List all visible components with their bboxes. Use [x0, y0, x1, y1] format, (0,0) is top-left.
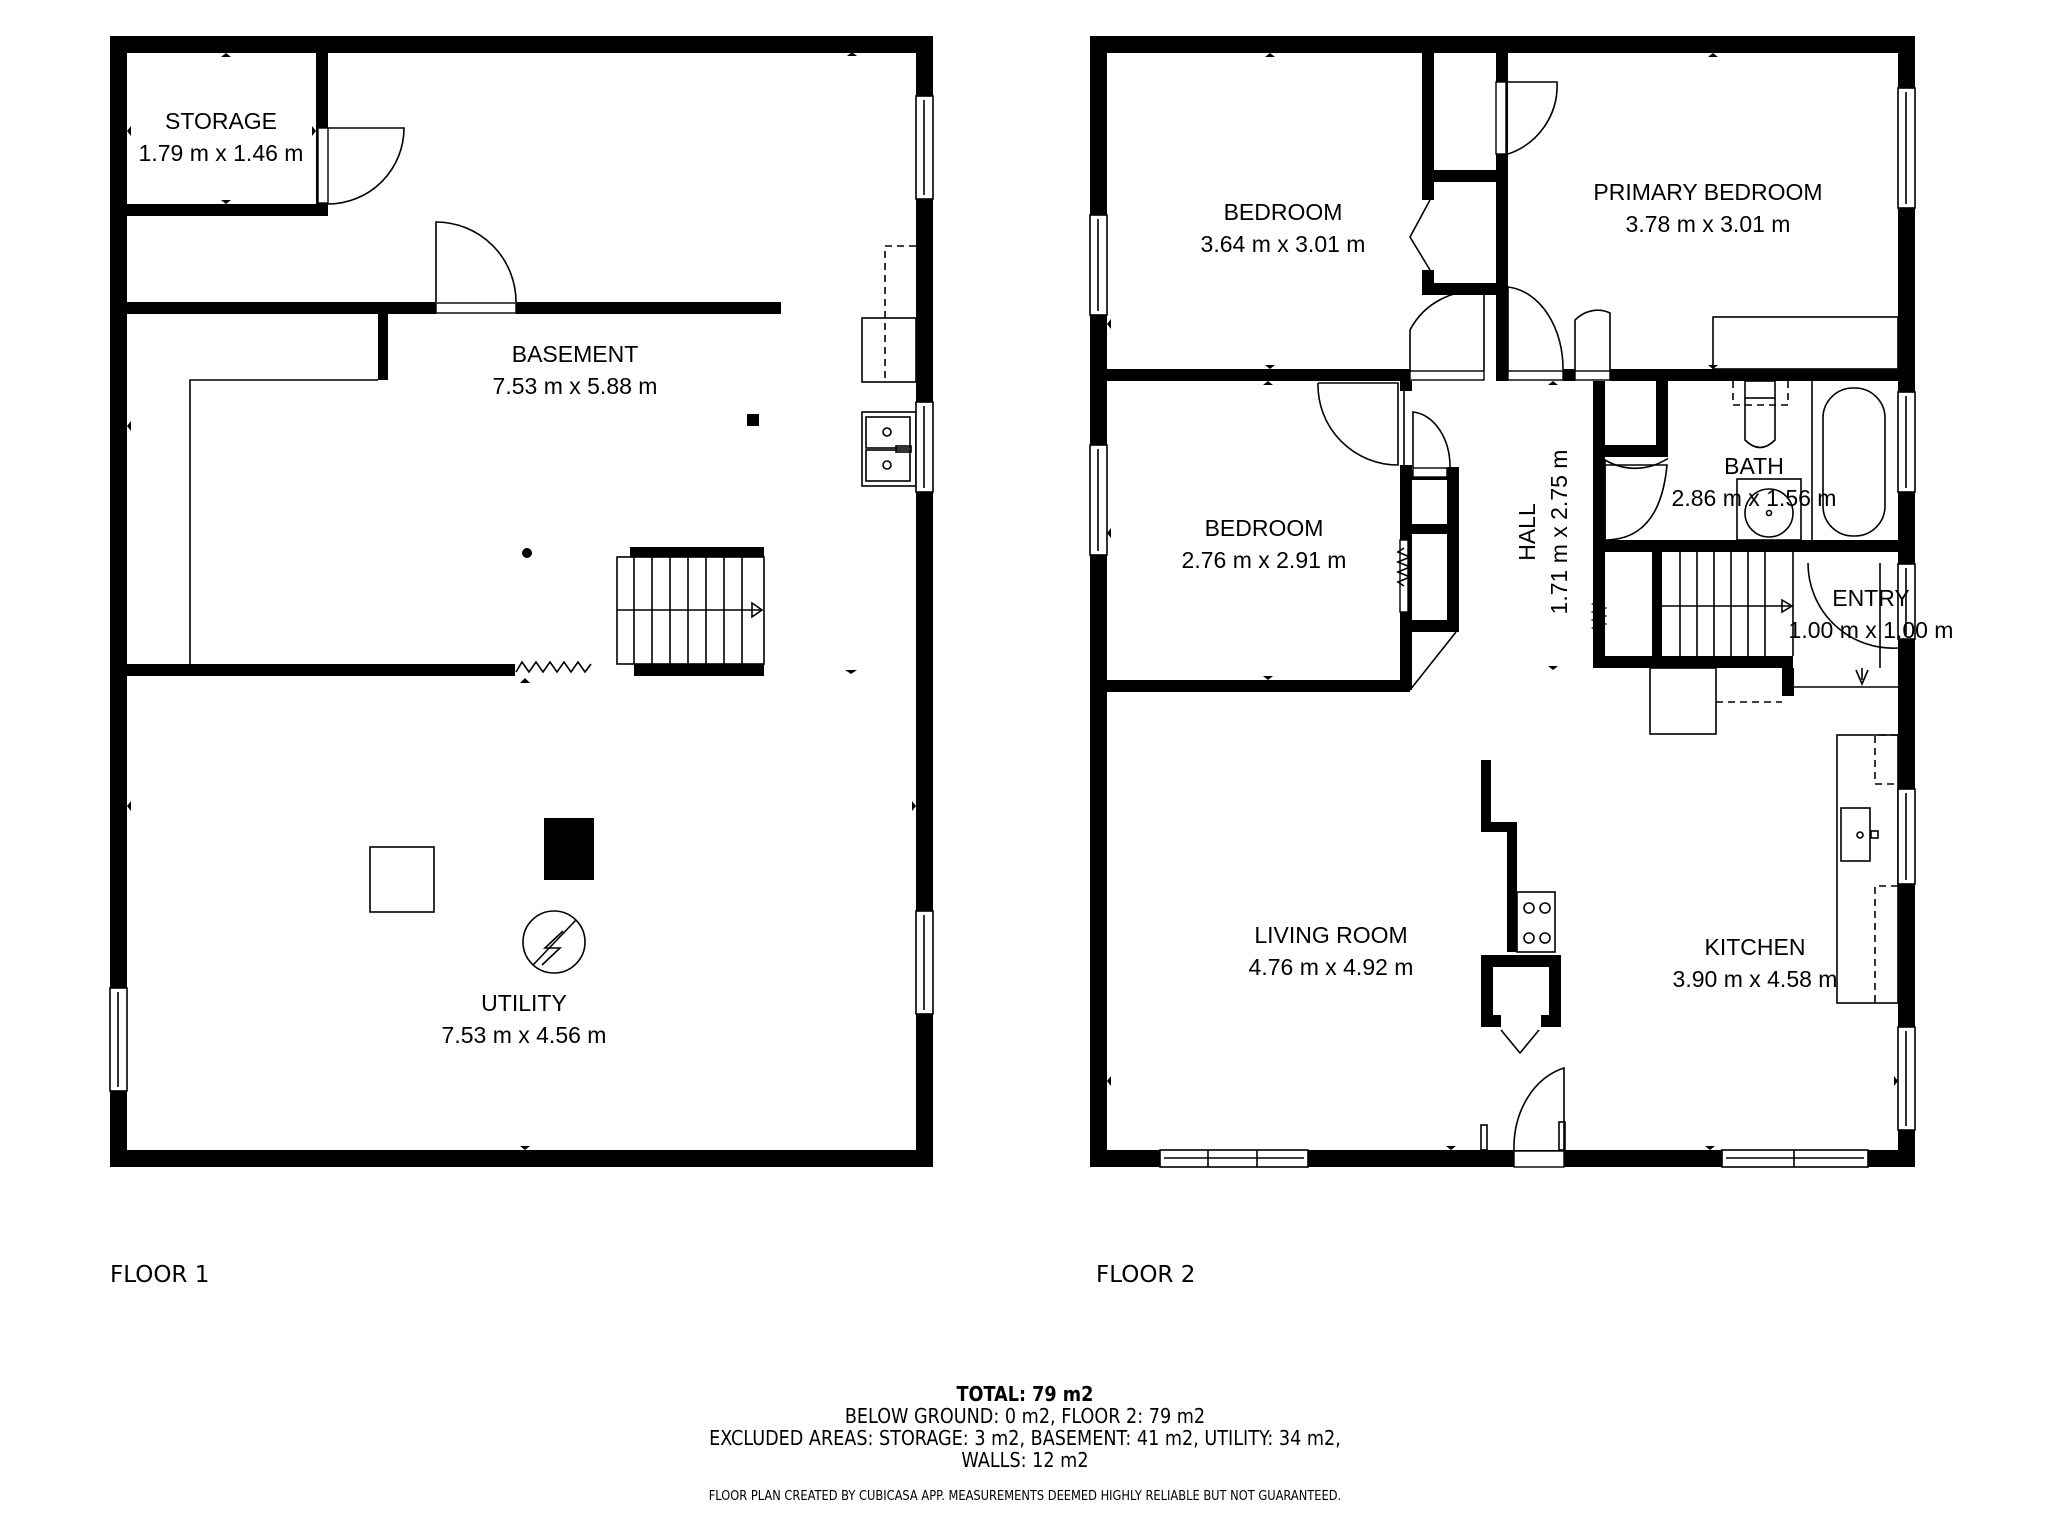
room-name: STORAGE	[164, 108, 278, 134]
room-name: BEDROOM	[1223, 199, 1343, 225]
room-dimensions: 3.64 m x 3.01 m	[1200, 231, 1366, 257]
room-dimensions: 3.78 m x 3.01 m	[1625, 211, 1791, 237]
room-label-hall: HALL 1.71 m x 2.75 m	[1511, 450, 1575, 615]
room-name: ENTRY	[1832, 585, 1910, 611]
room-label-primary-bedroom: PRIMARY BEDROOM 3.78 m x 3.01 m	[1593, 176, 1822, 240]
room-label-kitchen: KITCHEN 3.90 m x 4.58 m	[1673, 931, 1838, 995]
area-summary: TOTAL: 79 m2 BELOW GROUND: 0 m2, FLOOR 2…	[124, 1383, 1926, 1505]
floor-2-plan	[1089, 36, 1916, 1168]
room-name: BASEMENT	[511, 341, 639, 367]
below-ground-area: BELOW GROUND: 0 m2, FLOOR 2: 79 m2	[844, 1404, 1206, 1428]
walls-area: WALLS: 12 m2	[961, 1448, 1089, 1472]
room-dimensions: 2.76 m x 2.91 m	[1181, 547, 1347, 573]
room-label-utility: UTILITY 7.53 m x 4.56 m	[442, 987, 607, 1051]
floor-1-label: FLOOR 1	[110, 1262, 210, 1288]
room-label-storage: STORAGE 1.79 m x 1.46 m	[139, 105, 304, 169]
room-label-entry: ENTRY 1.00 m x 1.00 m	[1789, 582, 1954, 646]
disclaimer: FLOOR PLAN CREATED BY CUBICASA APP. MEAS…	[708, 1489, 1342, 1504]
room-label-basement: BASEMENT 7.53 m x 5.88 m	[493, 338, 658, 402]
electric-panel-icon	[522, 910, 586, 974]
floor-2-label: FLOOR 2	[1096, 1262, 1196, 1288]
room-label-bath: BATH 2.86 m x 1.56 m	[1672, 450, 1837, 514]
room-dimensions: 7.53 m x 5.88 m	[492, 373, 658, 399]
room-dimensions: 1.79 m x 1.46 m	[138, 140, 304, 166]
room-dimensions: 4.76 m x 4.92 m	[1248, 954, 1414, 980]
total-area: TOTAL: 79 m2	[956, 1382, 1094, 1406]
room-dimensions: 2.86 m x 1.56 m	[1671, 485, 1837, 511]
room-label-bedroom-2: BEDROOM 2.76 m x 2.91 m	[1182, 512, 1347, 576]
room-name: LIVING ROOM	[1254, 922, 1408, 948]
stove-icon	[1523, 902, 1551, 944]
room-name: PRIMARY BEDROOM	[1593, 179, 1823, 205]
room-dimensions: 1.00 m x 1.00 m	[1788, 617, 1954, 643]
excluded-areas: EXCLUDED AREAS: STORAGE: 3 m2, BASEMENT:…	[709, 1426, 1341, 1450]
room-dimensions: 7.53 m x 4.56 m	[441, 1022, 607, 1048]
room-name: BEDROOM	[1204, 515, 1324, 541]
room-dimensions: 3.90 m x 4.58 m	[1672, 966, 1838, 992]
room-dimensions: 1.71 m x 2.75 m	[1546, 449, 1572, 615]
room-name: UTILITY	[481, 990, 567, 1016]
floor-1-plan	[109, 36, 934, 1167]
room-label-bedroom-1: BEDROOM 3.64 m x 3.01 m	[1201, 196, 1366, 260]
room-name: BATH	[1724, 453, 1784, 479]
room-name: HALL	[1514, 503, 1540, 561]
room-name: KITCHEN	[1704, 934, 1806, 960]
room-label-living-room: LIVING ROOM 4.76 m x 4.92 m	[1249, 919, 1414, 983]
